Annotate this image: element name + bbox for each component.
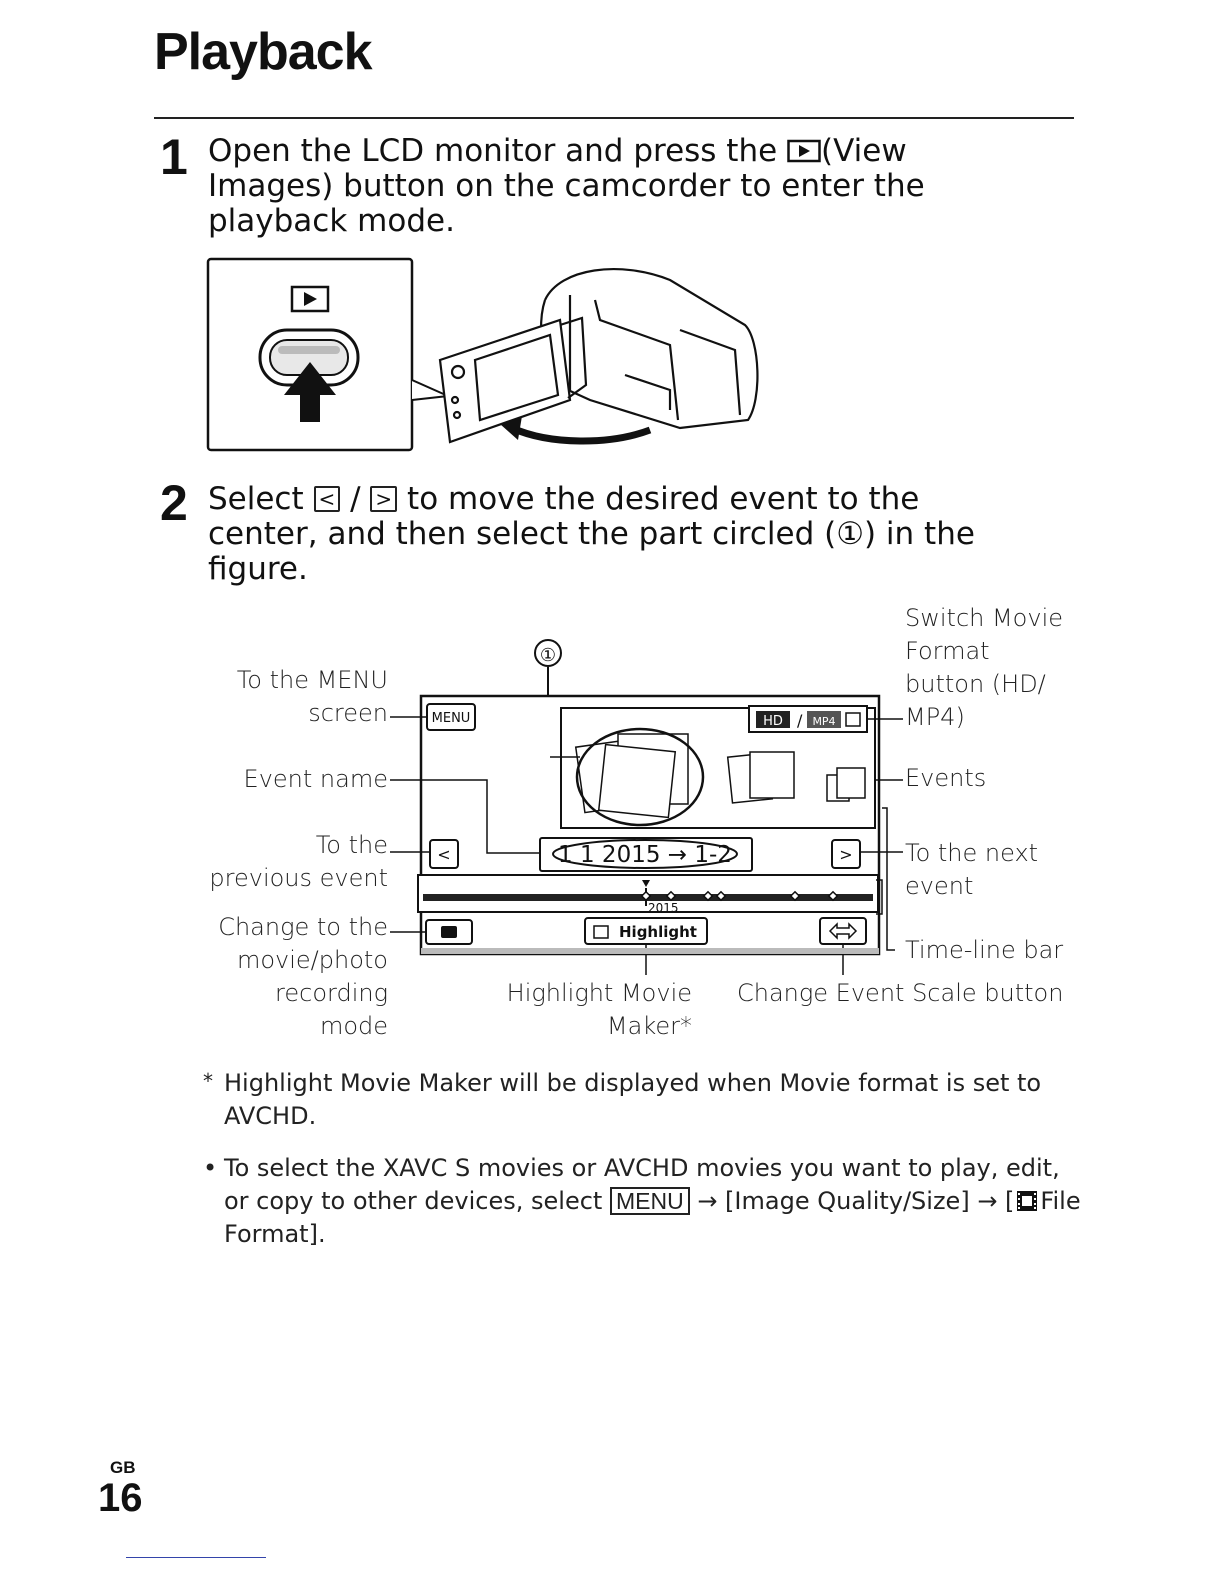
step-2-text: Select < / > to move the desired event t…: [208, 482, 1038, 587]
footnote-mark: *: [203, 1069, 213, 1093]
film-icon: [1014, 1187, 1040, 1215]
event-name-box: [539, 837, 753, 872]
step-1-number: 1: [160, 129, 188, 185]
previous-event-button: [429, 839, 459, 869]
label-events: Events: [905, 764, 987, 792]
step-1-text-before: Open the LCD monitor and press the: [208, 133, 788, 169]
change-scale-button: [819, 917, 867, 945]
scale-arrows-icon: [828, 922, 858, 940]
label-change-scale: Change Event Scale button: [737, 979, 1064, 1007]
region-label: GB: [110, 1458, 136, 1477]
selected-event-thumbnail: [574, 733, 689, 819]
svg-text:/: /: [797, 711, 803, 730]
bullet-mark: •: [203, 1154, 218, 1182]
next-key-icon: >: [370, 486, 398, 512]
step-2-select: Select: [208, 481, 314, 517]
press-arrow-icon: [284, 362, 336, 422]
bullet-note: • To select the XAVC S movies or AVCHD m…: [203, 1152, 1083, 1251]
step-1-text: Open the LCD monitor and press the (View…: [208, 134, 998, 239]
view-images-button: [258, 328, 360, 387]
svg-text:MENU: MENU: [432, 711, 471, 726]
camcorder-drawing: [438, 268, 759, 444]
step-2-number: 2: [160, 475, 188, 531]
next-event-button: [831, 839, 861, 869]
timeline-year: 2015: [648, 901, 679, 915]
callout-marker: ①: [540, 645, 556, 666]
label-event-name: Event name: [243, 765, 388, 793]
event-thumbnails: [726, 751, 866, 804]
prev-key-icon: <: [313, 486, 341, 512]
play-view-icon: [290, 285, 330, 313]
step-1-text-after: (View Images) button on the camcorder to…: [208, 133, 925, 239]
event-date-text: 1 1 2015 → 1-2: [558, 842, 732, 868]
footer-line: [126, 1557, 266, 1558]
svg-text:Highlight: Highlight: [619, 923, 697, 941]
chevron-left-icon: <: [437, 845, 450, 864]
svg-text:MP4: MP4: [812, 715, 835, 728]
svg-text:HD: HD: [763, 714, 783, 729]
menu-key-icon: MENU: [609, 1187, 690, 1215]
play-view-icon: [787, 133, 821, 169]
bullet-text-end: File Format].: [224, 1187, 1081, 1248]
footnote: * Highlight Movie Maker will be displaye…: [203, 1067, 1083, 1133]
step-2-slash: /: [340, 481, 371, 517]
page-number: 16: [98, 1476, 143, 1520]
camcorder-illustration: [206, 257, 759, 452]
step-2-text-rest: to move the desired event to the center,…: [208, 481, 975, 587]
footnote-text: Highlight Movie Maker will be displayed …: [224, 1069, 1042, 1130]
bullet-text-after: → [Image Quality/Size] → [: [689, 1187, 1015, 1215]
chevron-right-icon: >: [839, 845, 852, 864]
bullet-text-before: To select the XAVC S movies or AVCHD mov…: [224, 1154, 1060, 1215]
highlight-icon: [593, 925, 609, 939]
playback-screen-diagram: ① MENU HD / MP4 < 1 1 2015 → 1-2 >: [390, 639, 903, 975]
page-title: Playback: [154, 23, 372, 81]
title-divider: [154, 117, 1074, 119]
label-timeline-bar: Time-line bar: [905, 936, 1064, 964]
camera-mode-icon: [441, 926, 457, 938]
rotate-arrow-icon: [510, 424, 652, 445]
